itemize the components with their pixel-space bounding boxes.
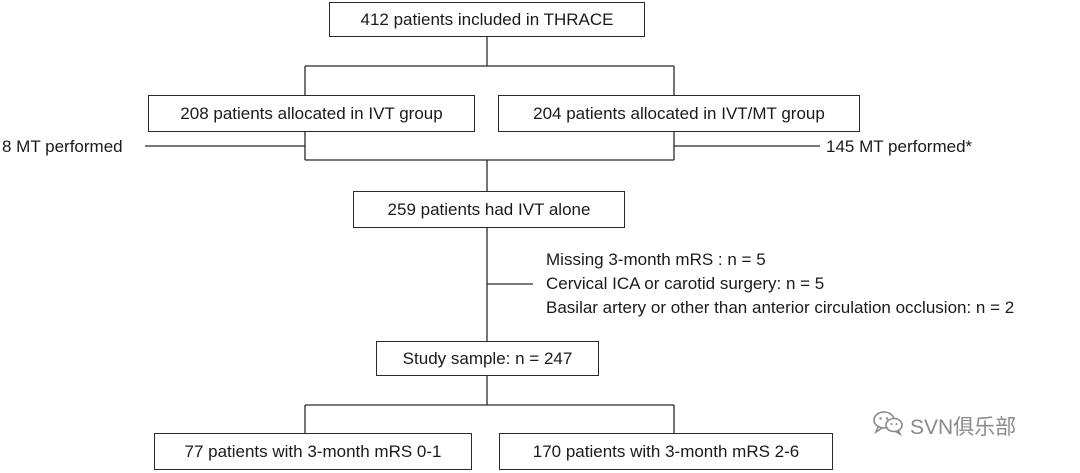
watermark-text: SVN俱乐部 [910,416,1017,439]
ivt-mt-group-box: 204 patients allocated in IVT/MT group [498,95,860,132]
ivt-alone-label: 259 patients had IVT alone [387,199,591,219]
watermark: SVN俱乐部 [872,410,1016,442]
included-label: 412 patients included in THRACE [360,9,614,29]
wechat-icon [872,410,904,442]
study-sample-label: Study sample: n = 247 [402,348,573,368]
ivt-group-box: 208 patients allocated in IVT group [148,95,475,132]
outcome-good-label: 77 patients with 3-month mRS 0-1 [184,441,442,461]
exclusion-basilar-artery: Basilar artery or other than anterior ci… [546,298,1015,317]
exclusion-cervical-ica: Cervical ICA or carotid surgery: n = 5 [546,274,825,293]
included-box: 412 patients included in THRACE [329,2,645,37]
ivt-alone-box: 259 patients had IVT alone [353,191,625,228]
mt-performed-left: 8 MT performed [2,137,123,156]
outcome-poor-box: 170 patients with 3-month mRS 2-6 [499,433,833,470]
outcome-poor-label: 170 patients with 3-month mRS 2-6 [532,441,800,461]
mt-performed-right: 145 MT performed* [826,137,973,156]
study-sample-box: Study sample: n = 247 [376,341,599,376]
ivt-mt-group-label: 204 patients allocated in IVT/MT group [533,103,825,123]
outcome-good-box: 77 patients with 3-month mRS 0-1 [154,433,472,470]
ivt-group-label: 208 patients allocated in IVT group [180,103,443,123]
exclusion-missing-mrs: Missing 3-month mRS : n = 5 [546,250,766,269]
